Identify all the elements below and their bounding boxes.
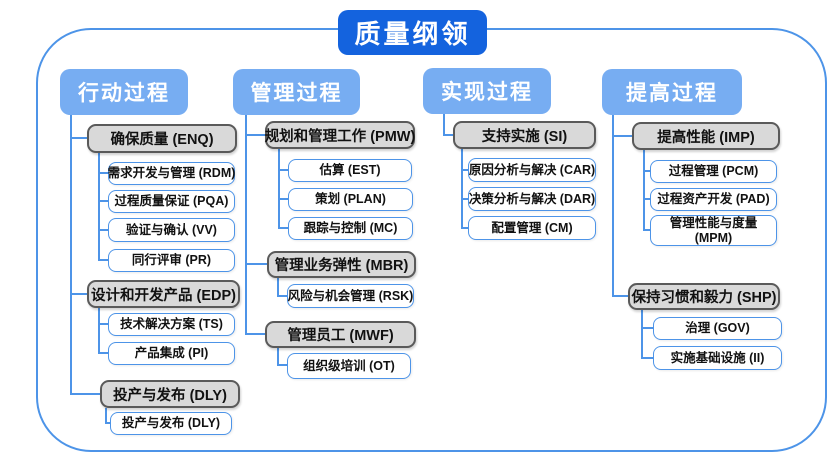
connector-line — [612, 295, 628, 297]
leaf-dar: 决策分析与解决 (DAR) — [468, 187, 596, 211]
connector-line — [70, 137, 87, 139]
connector-line — [277, 278, 279, 297]
connector-line — [105, 408, 107, 424]
leaf-pi: 产品集成 (PI) — [108, 342, 235, 365]
leaf-dly: 投产与发布 (DLY) — [110, 412, 232, 435]
connector-line — [643, 229, 650, 231]
header-action-process: 行动过程 — [60, 69, 188, 115]
leaf-rdm: 需求开发与管理 (RDM) — [108, 162, 235, 185]
leaf-cm: 配置管理 (CM) — [468, 216, 596, 240]
group-deliver-release-dly: 投产与发布 (DLY) — [100, 380, 240, 408]
connector-line — [245, 263, 267, 265]
connector-line — [278, 198, 288, 200]
leaf-gov: 治理 (GOV) — [653, 317, 782, 340]
connector-line — [245, 333, 265, 335]
connector-line — [461, 227, 468, 229]
connector-line — [461, 149, 463, 229]
connector-line — [98, 259, 108, 261]
leaf-mpm: 管理性能与度量 (MPM) — [650, 215, 777, 246]
leaf-pqa: 过程质量保证 (PQA) — [108, 190, 235, 213]
group-improve-performance-imp: 提高性能 (IMP) — [632, 122, 780, 150]
connector-line — [98, 153, 100, 260]
connector-line — [461, 169, 468, 171]
connector-line — [70, 293, 87, 295]
header-realization-process: 实现过程 — [423, 68, 551, 114]
connector-line — [443, 134, 453, 136]
diagram-title: 质量纲领 — [338, 10, 487, 55]
connector-line — [641, 310, 643, 358]
connector-line — [277, 364, 287, 366]
leaf-ii: 实施基础设施 (II) — [653, 346, 782, 370]
leaf-mc: 跟踪与控制 (MC) — [288, 217, 413, 240]
group-design-develop-products-edp: 设计和开发产品 (EDP) — [87, 280, 240, 308]
connector-line — [277, 348, 279, 366]
connector-line — [70, 393, 100, 395]
header-management-process: 管理过程 — [233, 69, 360, 115]
connector-line — [278, 169, 288, 171]
connector-line — [105, 422, 110, 424]
connector-line — [245, 134, 265, 136]
connector-line — [278, 149, 280, 229]
connector-line — [643, 170, 650, 172]
leaf-car: 原因分析与解决 (CAR) — [468, 158, 596, 182]
leaf-ts: 技术解决方案 (TS) — [108, 313, 235, 336]
group-manage-business-resilience-mbr: 管理业务弹性 (MBR) — [267, 251, 416, 278]
group-sustain-habit-persistence-shp: 保持习惯和毅力 (SHP) — [628, 283, 780, 310]
connector-line — [643, 150, 645, 230]
group-ensure-quality-enq: 确保质量 (ENQ) — [87, 124, 237, 153]
connector-line — [98, 352, 108, 354]
connector-line — [612, 135, 632, 137]
connector-line — [277, 295, 287, 297]
leaf-pad: 过程资产开发 (PAD) — [650, 188, 777, 211]
connector-line — [641, 327, 653, 329]
connector-line — [98, 200, 108, 202]
connector-line — [70, 115, 72, 394]
connector-line — [98, 308, 100, 354]
leaf-vv: 验证与确认 (VV) — [108, 218, 235, 242]
connector-line — [98, 229, 108, 231]
group-support-implementation-si: 支持实施 (SI) — [453, 121, 596, 149]
leaf-rsk: 风险与机会管理 (RSK) — [287, 284, 414, 308]
leaf-pcm: 过程管理 (PCM) — [650, 160, 777, 183]
connector-line — [245, 115, 247, 335]
connector-line — [612, 115, 614, 297]
connector-line — [443, 114, 445, 136]
leaf-pr: 同行评审 (PR) — [108, 249, 235, 272]
leaf-plan: 策划 (PLAN) — [288, 188, 413, 211]
connector-line — [98, 323, 108, 325]
leaf-est: 估算 (EST) — [288, 159, 412, 182]
connector-line — [278, 227, 288, 229]
header-improvement-process: 提高过程 — [602, 69, 742, 115]
connector-line — [461, 198, 468, 200]
connector-line — [98, 172, 108, 174]
leaf-ot: 组织级培训 (OT) — [287, 353, 411, 379]
connector-line — [643, 198, 650, 200]
connector-line — [641, 357, 653, 359]
group-manage-workforce-mwf: 管理员工 (MWF) — [265, 321, 416, 348]
group-plan-manage-work-pmw: 规划和管理工作 (PMW) — [265, 121, 415, 149]
